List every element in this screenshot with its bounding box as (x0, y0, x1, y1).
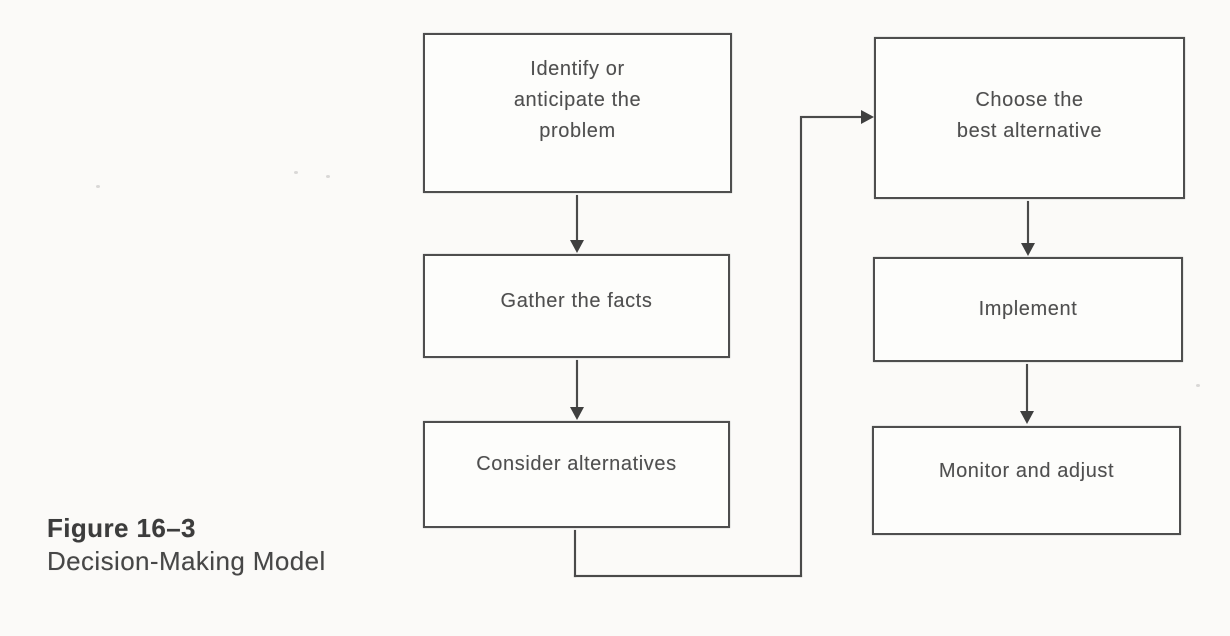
scan-speck (326, 175, 330, 178)
arrow-down-icon (570, 240, 584, 253)
arrow-line-identify-to-gather (576, 195, 578, 243)
arrow-down-icon (1021, 243, 1035, 256)
scan-speck (294, 171, 298, 174)
flow-node-choose-best-alternative: Choose the best alternative (874, 37, 1185, 199)
connector-consider-to-choose-segment (574, 530, 576, 577)
connector-consider-to-choose-segment (800, 116, 802, 577)
flow-node-label: Gather the facts (500, 289, 653, 312)
arrow-line-implement-to-monitor (1026, 364, 1028, 413)
flow-node-consider-alternatives: Consider alternatives (423, 421, 730, 528)
scan-speck (96, 185, 100, 188)
connector-consider-to-choose-segment (802, 116, 862, 118)
flow-node-implement: Implement (873, 257, 1183, 362)
flow-node-label: Choose the best alternative (956, 89, 1103, 142)
flow-node-label: Consider alternatives (476, 453, 677, 475)
arrow-down-icon (1020, 411, 1034, 424)
flow-node-label: Implement (978, 298, 1078, 320)
connector-consider-to-choose-segment (574, 575, 802, 577)
figure-caption: Figure 16–3 Decision-Making Model (47, 512, 326, 578)
scan-speck (1196, 384, 1200, 387)
arrow-line-choose-to-implement (1027, 201, 1029, 245)
flow-node-gather-facts: Gather the facts (423, 254, 730, 358)
figure-title: Decision-Making Model (47, 546, 326, 576)
figure-label: Figure 16–3 (47, 513, 196, 543)
flow-node-label: Identify or anticipate the problem (513, 57, 642, 142)
arrow-down-icon (570, 407, 584, 420)
arrow-line-gather-to-consider (576, 360, 578, 408)
arrow-right-icon (861, 110, 874, 124)
flow-node-label: Monitor and adjust (938, 460, 1115, 482)
flow-node-monitor-adjust: Monitor and adjust (872, 426, 1181, 535)
flow-node-identify-problem: Identify or anticipate the problem (423, 33, 732, 193)
